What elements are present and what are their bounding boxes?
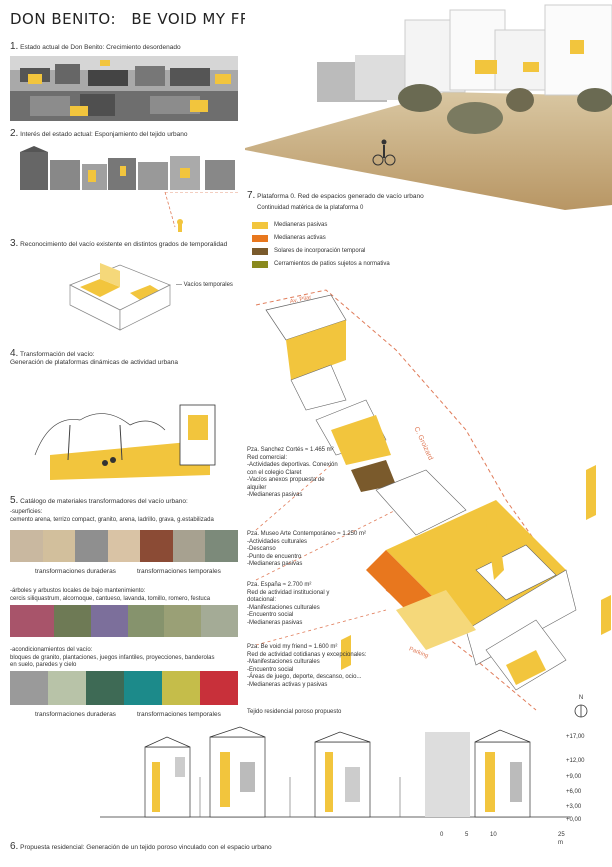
legend-label-1: Medianeras pasivas [274,222,328,228]
vacios-temporales-label: — Vacíos temporales [176,282,233,288]
plaza-be-void: Pza. Be void my friend ≈ 1.600 m² Red de… [247,644,432,689]
north-arrow-icon [574,704,588,717]
surface-estabilizada [205,530,239,562]
legend-swatch-1 [252,222,268,229]
legend-label-4: Cerramientos de patios sujetos a normati… [274,261,390,267]
devices-strip [10,671,238,705]
surfaces-strip [10,530,239,562]
rooftops-illustration [10,56,238,121]
axonometric-map [255,289,611,711]
caption-duraderas-1: transformaciones duraderas [35,568,116,575]
surface-cemento [10,530,43,562]
north-arrow: N [573,695,589,721]
scale-0: 0 [440,832,444,838]
device-bloques [10,671,48,705]
section-1-photo [10,56,238,121]
streetscape-illustration [10,146,238,192]
plant-alcornoque [54,605,91,637]
plaza-2-title: Pza. Museo Arte Contemporáneo ≈ 1.250 m² [247,531,367,537]
perspective-render [245,0,612,210]
level-0: +0,00 [566,817,582,823]
section-7-heading: 7. Plataforma 0. Red de espacios generad… [247,190,424,201]
surface-grava [172,530,206,562]
plaza-1-title: Pza. Sanchez Cortés ≈ 1.465 m² [247,447,334,453]
level-6: +6,00 [566,789,582,795]
acondicionamientos-label: -acondicionamientos del vacío: bloques d… [10,647,215,668]
level-17: +17,00 [566,734,585,740]
plaza-espana: Pza. España ≈ 2.700 m² Red de actividad … [247,582,427,627]
section-6-heading: 6. Propuesta residencial: Generación de … [10,841,272,852]
scale-5: 5 [465,832,469,838]
tejido-label: Tejido residencial poroso propuesto [247,709,342,715]
plaza-museo: Pza. Museo Arte Contemporáneo ≈ 1.250 m²… [247,531,427,569]
section-2-photo [10,146,238,192]
surface-ladrillo [140,530,173,562]
legend-swatch-2 [252,235,268,242]
plant-cercis [10,605,55,637]
caption-temporales-1: transformaciones temporales [137,568,221,575]
level-3: +3,00 [566,804,582,810]
plant-tomillo [164,605,202,637]
plaza-4-title: Pza. Be void my friend ≈ 1.600 m² [247,644,338,650]
caption-duraderas-2: transformaciones duraderas [35,711,116,718]
plaza-sanchez-cortes: Pza. Sanchez Cortés ≈ 1.465 m² Red comer… [247,447,427,500]
section-4-illustration [10,375,240,485]
plants-strip [10,605,239,637]
scale-10: 10 [490,832,497,838]
north-label: N [578,695,584,701]
superficies-label: -superficies:cemento arena, terrizo comp… [10,509,214,523]
title-city: DON BENITO: [10,10,117,28]
surface-granito [75,530,108,562]
surface-arena [107,530,141,562]
section-1-heading: 1. Estado actual de Don Benito: Crecimie… [10,41,181,52]
residential-section-drawing [100,726,570,818]
legend-swatch-3 [252,248,268,255]
section-4-heading: 4. Transformación del vacío: Generación … [10,348,179,367]
device-plantaciones [48,671,86,705]
plant-cantueso [90,605,128,637]
plaza-3-title: Pza. España ≈ 2.700 m² [247,582,312,588]
device-banderolas [162,671,200,705]
device-proyecciones [124,671,162,705]
legend-swatch-4 [252,261,268,268]
section-2-heading: 2. Interés del estado actual: Esponjamie… [10,128,188,139]
section-3-heading: 3. Reconocimiento del vacío existente en… [10,238,228,249]
plant-lavanda [127,605,165,637]
section-5-heading: 5. Catálogo de materiales transformadore… [10,495,188,506]
section-2-connector [164,192,240,232]
surface-terrizo [42,530,76,562]
scale-25: 25 m [558,832,565,846]
arboles-label: -árboles y arbustos locales de bajo mant… [10,588,211,602]
section-7-subheading: Continuidad matérica de la plataforma 0 [257,205,364,211]
perspective-illustration [245,0,612,210]
plant-romero [201,605,239,637]
level-9: +9,00 [566,774,582,780]
scale-bar: 0 5 10 25 m [440,832,570,846]
section-3-axonometric [69,263,171,331]
legend-label-2: Medianeras activas [274,235,326,241]
caption-temporales-2: transformaciones temporales [137,711,221,718]
device-suelo [200,671,238,705]
device-juegos [86,671,124,705]
level-12: +12,00 [566,758,585,764]
legend-label-3: Solares de incorporación temporal [274,248,366,254]
